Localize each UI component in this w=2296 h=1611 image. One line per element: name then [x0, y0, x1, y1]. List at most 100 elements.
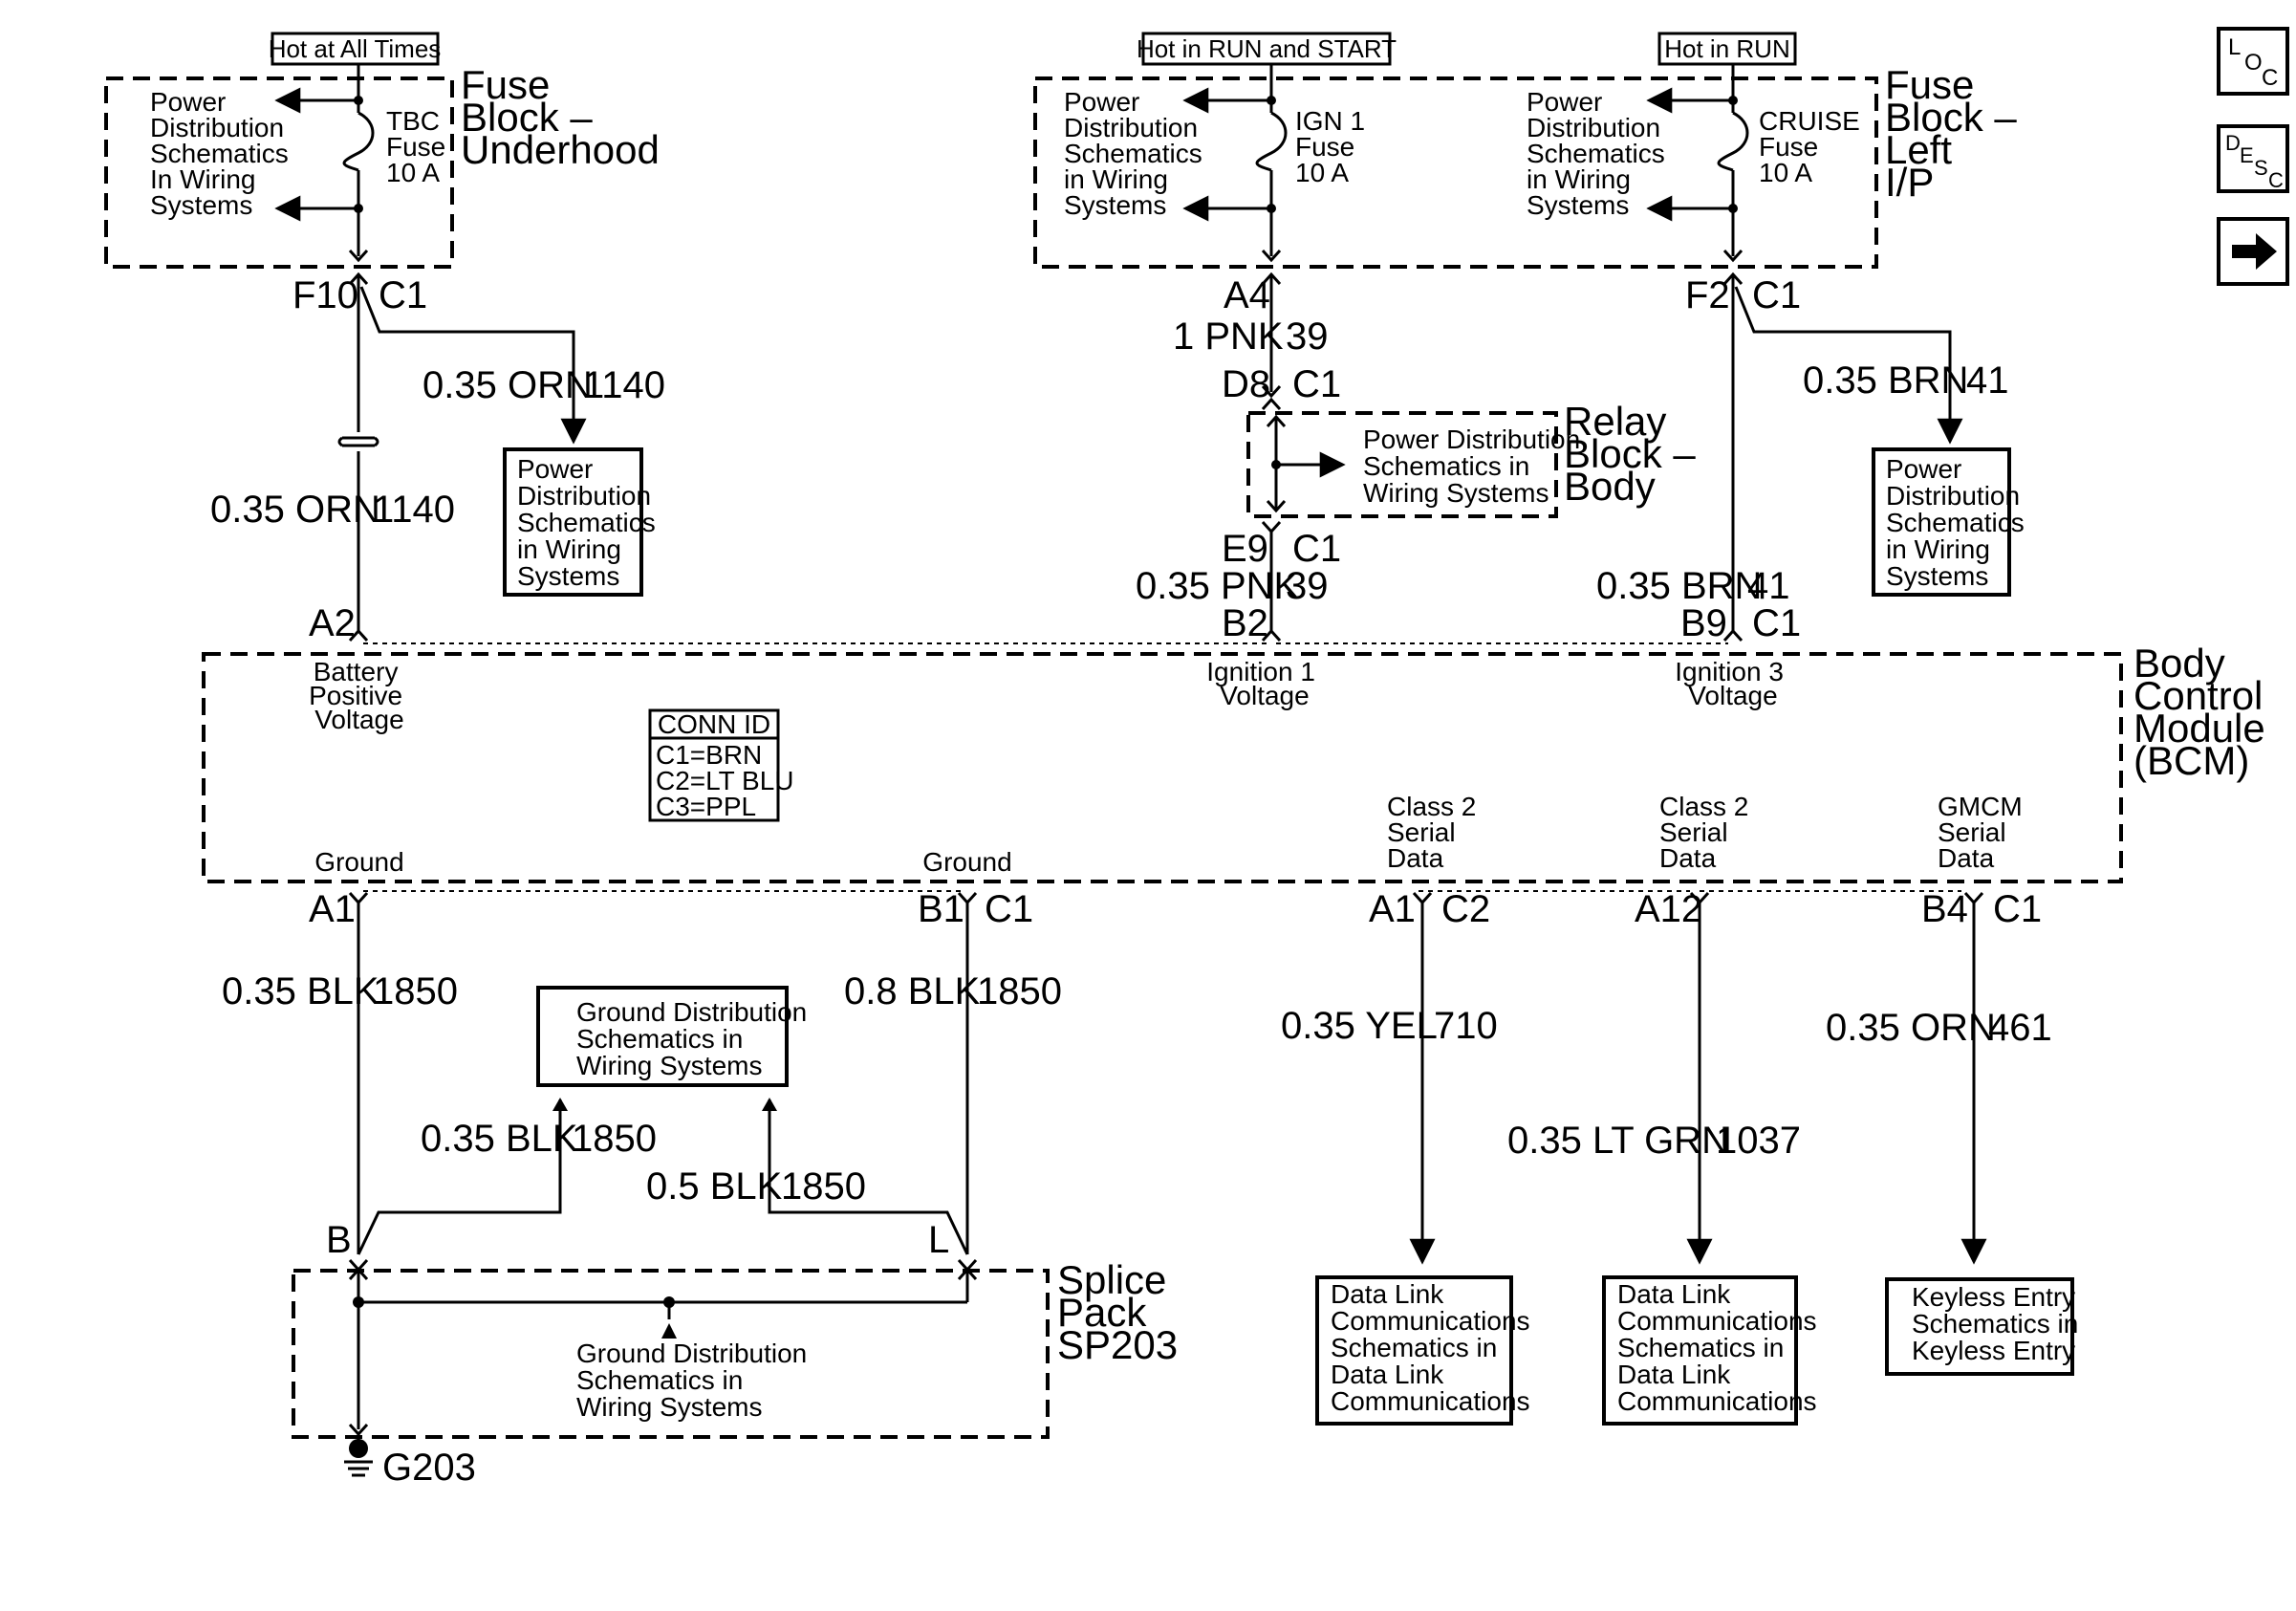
ign1-fuse-label: IGN 1 Fuse 10 A — [1295, 106, 1373, 187]
wire-brn-41-bot-color: 0.35 BRN — [1596, 565, 1762, 607]
pin-e9-connector: C1 — [1292, 528, 1341, 570]
pin-d8-connector: C1 — [1292, 363, 1341, 405]
bcm-ignition-1-voltage: Ignition 1 Voltage — [1206, 657, 1322, 710]
svg-text:Data Link Communications: Data Link Communications Schematics in D… — [1617, 1279, 1824, 1416]
wire-orn-1140-top-color: 0.35 ORN — [422, 364, 593, 406]
relay-pds-reference: Power Distribution Schematics in Wiring … — [1363, 425, 1588, 508]
splice-pack-sp203: Splice Pack SP203 Ground Distribution Sc… — [292, 1257, 1178, 1439]
circuit-1037-branch: A12 0.35 LT GRN 1037 — [1507, 888, 1801, 1265]
wire-orn-1140-left-circuit: 1140 — [373, 489, 455, 531]
data-link-box-2[interactable]: Data Link Communications Schematics in D… — [1602, 1275, 1824, 1426]
wire-ltgrn-1037-color: 0.35 LT GRN — [1507, 1120, 1729, 1162]
wire-blk-1850-a1-color: 0.35 BLK — [222, 970, 379, 1012]
ip-pds-reference-right: Power Distribution Schematics in Wiring … — [1527, 87, 1673, 220]
pin-a4: A4 — [1224, 274, 1270, 316]
pin-a1-ground: A1 — [309, 888, 356, 930]
wire-yel-710-color: 0.35 YEL — [1281, 1005, 1438, 1047]
data-link-box-1[interactable]: Data Link Communications Schematics in D… — [1315, 1275, 1537, 1426]
circuit-1850-b1: B1 C1 0.8 BLK 1850 — [844, 888, 1062, 1254]
hot-run-start-tag: Hot in RUN and START — [1137, 32, 1397, 66]
pin-a12: A12 — [1635, 888, 1702, 930]
circuit-41-branch: F2 C1 0.35 BRN 41 0.35 BRN 41 B9 C1 — [1596, 272, 2009, 644]
desc-icon: D — [2225, 131, 2241, 155]
circuit-1850-a1: A1 0.35 BLK 1850 — [222, 888, 458, 1254]
pin-a1-c2: A1 — [1369, 888, 1416, 930]
wire-pnk-39-top-color: 1 PNK — [1173, 316, 1284, 358]
bcm-ignition-3-voltage: Ignition 3 Voltage — [1675, 657, 1790, 710]
relay-block-title: Relay Block – Body — [1564, 399, 1706, 509]
wire-orn-461-color: 0.35 ORN — [1826, 1007, 1996, 1049]
pin-l: L — [928, 1219, 949, 1261]
splice-gds-reference: Ground Distribution Schematics in Wiring… — [576, 1339, 814, 1422]
pin-f2: F2 — [1685, 274, 1730, 316]
wire-blk-1850-mid-circuit: 1850 — [572, 1118, 657, 1160]
keyless-entry-box[interactable]: Keyless Entry Schematics in Keyless Entr… — [1885, 1277, 2086, 1376]
svg-text:Hot in RUN and START: Hot in RUN and START — [1137, 34, 1397, 63]
underhood-pds-reference: Power Distribution Schematics In Wiring … — [150, 87, 296, 220]
bcm-class2-serial-data-a: Class 2 Serial Data — [1387, 792, 1484, 873]
fuse-block-underhood: Fuse Block – Underhood Power Distributio… — [104, 62, 660, 269]
wire-orn-1140-top-circuit: 1140 — [583, 364, 665, 406]
wire-orn-461-circuit: 461 — [1988, 1007, 2052, 1049]
ground-g203: G203 — [344, 1434, 476, 1489]
svg-text:Power Distribution: Power Distribution Schematics in Wiring … — [517, 454, 663, 591]
pin-b: B — [326, 1219, 352, 1261]
wire-blk-1850-mid-color: 0.35 BLK — [421, 1118, 578, 1160]
wire-pnk-39-bot-color: 0.35 PNK — [1136, 565, 1300, 607]
circuit-1850-splice-l: 0.5 BLK 1850 L — [646, 1098, 978, 1273]
svg-text:O: O — [2244, 50, 2263, 76]
wire-orn-1140-left-color: 0.35 ORN — [210, 489, 380, 531]
wire-pnk-39-top-circuit: 39 — [1286, 316, 1329, 358]
wire-brn-41-bot-circuit: 41 — [1747, 565, 1790, 607]
wire-pnk-39-bot-circuit: 39 — [1286, 565, 1329, 607]
hot-run-tag: Hot in RUN — [1657, 32, 1797, 66]
ground-symbol-icon — [344, 1460, 373, 1477]
svg-text:Hot at All Times: Hot at All Times — [269, 34, 442, 63]
pin-a2: A2 — [309, 602, 356, 644]
svg-text:E: E — [2240, 143, 2254, 167]
next-page-button[interactable] — [2217, 217, 2289, 286]
pin-b4: B4 — [1921, 888, 1968, 930]
pin-b4-connector: C1 — [1993, 888, 2042, 930]
wire-ltgrn-1037-circuit: 1037 — [1716, 1120, 1801, 1162]
svg-text:S: S — [2254, 156, 2268, 180]
pin-b1-connector: C1 — [985, 888, 1033, 930]
bcm-gmcm-serial-data: GMCM Serial Data — [1938, 792, 2029, 873]
description-button[interactable]: D E S C — [2217, 124, 2289, 193]
pin-f10-connector: C1 — [379, 274, 427, 316]
right-arrow-icon — [2232, 233, 2277, 270]
location-button[interactable]: L O C — [2217, 27, 2289, 96]
pin-d8: D8 — [1222, 363, 1270, 405]
tbc-fuse-label: TBC Fuse 10 A — [386, 106, 453, 187]
bcm-ground-left: Ground — [314, 847, 403, 877]
wire-yel-710-circuit: 710 — [1434, 1005, 1498, 1047]
circuit-39-lower: E9 C1 0.35 PNK 39 B2 — [1136, 520, 1341, 644]
ip-pds-reference-left: Power Distribution Schematics in Wiring … — [1064, 87, 1210, 220]
circuit-39-branch: A4 1 PNK 39 D8 C1 — [1173, 272, 1341, 411]
bcm-ground-right: Ground — [922, 847, 1011, 877]
power-distribution-box-brn[interactable]: Power Distribution Schematics in Wiring … — [1872, 447, 2032, 597]
wire-brn-41-top-circuit: 41 — [1966, 359, 2009, 402]
hot-at-all-times-tag: Hot at All Times — [269, 32, 442, 66]
svg-text:Ground Distribution Sche: Ground Distribution Schematics in Wiring… — [576, 997, 814, 1080]
inline-connector-icon — [337, 436, 379, 447]
ground-terminal-icon — [349, 1439, 368, 1458]
pin-b2: B2 — [1222, 602, 1268, 644]
pin-f2-connector: C1 — [1752, 274, 1801, 316]
pin-b9-connector: C1 — [1752, 602, 1801, 644]
pin-a1-c2-connector: C2 — [1441, 888, 1490, 930]
svg-text:C: C — [2262, 65, 2278, 91]
svg-text:Hot in RUN: Hot in RUN — [1664, 34, 1789, 63]
power-distribution-box-orn[interactable]: Power Distribution Schematics in Wiring … — [503, 447, 663, 597]
svg-text:Keyless Entry Schematics: Keyless Entry Schematics in Keyless Entr… — [1912, 1282, 2086, 1365]
wire-blk-1850-right-circuit: 1850 — [781, 1165, 866, 1208]
fuse-block-underhood-title: Fuse Block – Underhood — [461, 62, 660, 172]
tbc-fuse-icon — [342, 111, 375, 172]
ground-distribution-box[interactable]: Ground Distribution Schematics in Wiring… — [536, 986, 814, 1087]
circuit-1140-branch: F10 C1 0.35 ORN 1140 0.35 ORN 1140 A2 — [210, 272, 665, 644]
fuse-block-ip-title: Fuse Block – Left I/P — [1885, 62, 2027, 205]
svg-text:Data Link Communications: Data Link Communications Schematics in D… — [1331, 1279, 1537, 1416]
wire-blk-1850-b1-circuit: 1850 — [977, 970, 1062, 1012]
